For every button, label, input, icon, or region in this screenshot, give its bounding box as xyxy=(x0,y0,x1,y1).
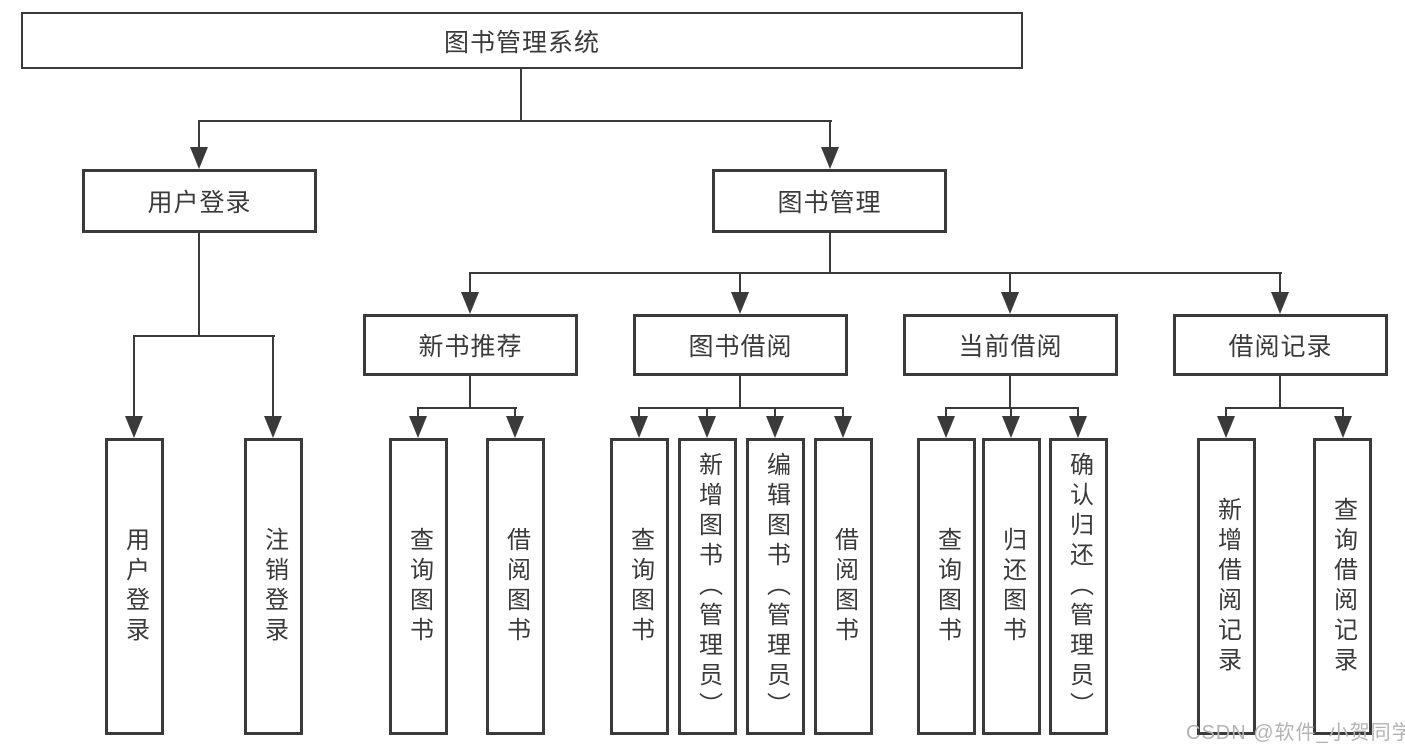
leaf-add-borrow-record: 新增借阅记录 xyxy=(1197,438,1256,735)
connector-vline xyxy=(706,407,708,418)
connector-vline xyxy=(514,407,516,418)
arrow-down-icon xyxy=(1002,416,1020,438)
connector-hline xyxy=(469,272,1282,274)
node-label: 借阅记录 xyxy=(1228,333,1333,361)
connector-hline xyxy=(198,120,832,122)
leaf-user-login: 用户登录 xyxy=(105,438,164,735)
arrow-down-icon xyxy=(506,416,524,438)
connector-vline xyxy=(945,407,947,418)
connector-vline xyxy=(1279,272,1281,294)
node-label: 当前借阅 xyxy=(958,333,1063,361)
leaf-edit-book-admin: 编辑图书（管理员） xyxy=(746,438,805,735)
arrow-down-icon xyxy=(461,292,479,314)
arrow-down-icon xyxy=(1334,416,1352,438)
connector-vline xyxy=(1225,407,1227,418)
arrow-down-icon xyxy=(264,416,282,438)
leaf-current-query-book: 查询图书 xyxy=(917,438,976,735)
node-label: 新书推荐 xyxy=(418,333,523,361)
node-label: 编辑图书（管理员） xyxy=(762,451,790,722)
arrow-down-icon xyxy=(1001,292,1019,314)
node-library-system: 图书管理系统 xyxy=(21,12,1023,69)
arrow-down-icon xyxy=(821,147,839,169)
connector-vline xyxy=(198,233,200,337)
connector-vline xyxy=(417,407,419,418)
connector-vline xyxy=(829,120,831,149)
arrow-down-icon xyxy=(698,416,716,438)
node-label: 图书管理系统 xyxy=(443,28,600,57)
arrow-down-icon xyxy=(1069,416,1087,438)
connector-hline xyxy=(133,335,275,337)
arrow-down-icon xyxy=(1271,292,1289,314)
node-label: 图书管理 xyxy=(777,189,882,217)
node-label: 借阅图书 xyxy=(502,526,530,647)
leaf-recommend-borrow-book: 借阅图书 xyxy=(486,438,545,735)
connector-vline xyxy=(520,69,522,122)
connector-vline xyxy=(1010,407,1012,418)
connector-hline xyxy=(945,407,1079,409)
leaf-confirm-return-admin: 确认归还（管理员） xyxy=(1049,438,1108,735)
connector-vline xyxy=(1009,376,1011,409)
connector-vline xyxy=(272,335,274,418)
connector-vline xyxy=(739,272,741,294)
connector-hline xyxy=(417,407,517,409)
connector-vline xyxy=(1009,272,1011,294)
node-label: 借阅图书 xyxy=(830,526,858,647)
leaf-add-book-admin: 新增图书（管理员） xyxy=(678,438,737,735)
arrow-down-icon xyxy=(1217,416,1235,438)
leaf-return-book: 归还图书 xyxy=(982,438,1041,735)
arrow-down-icon xyxy=(190,147,208,169)
arrow-down-icon xyxy=(731,292,749,314)
connector-vline xyxy=(469,272,471,294)
node-label: 用户登录 xyxy=(147,189,252,217)
connector-vline xyxy=(774,407,776,418)
node-current-borrow: 当前借阅 xyxy=(903,314,1118,376)
connector-vline xyxy=(842,407,844,418)
node-label: 图书借阅 xyxy=(688,333,793,361)
node-user-login: 用户登录 xyxy=(82,169,317,233)
node-label: 归还图书 xyxy=(998,526,1026,647)
node-label: 查询借阅记录 xyxy=(1329,496,1357,677)
arrow-down-icon xyxy=(766,416,784,438)
arrow-down-icon xyxy=(937,416,955,438)
node-label: 新增图书（管理员） xyxy=(694,451,722,722)
arrow-down-icon xyxy=(125,416,143,438)
leaf-logout: 注销登录 xyxy=(244,438,303,735)
node-label: 查询图书 xyxy=(626,526,654,647)
connector-vline xyxy=(739,376,741,409)
leaf-borrow-query-book: 查询图书 xyxy=(610,438,669,735)
node-label: 确认归还（管理员） xyxy=(1065,451,1093,722)
node-label: 查询图书 xyxy=(933,526,961,647)
connector-vline xyxy=(638,407,640,418)
node-book-management: 图书管理 xyxy=(712,169,947,233)
connector-vline xyxy=(1077,407,1079,418)
connector-vline xyxy=(829,233,831,274)
node-label: 新增借阅记录 xyxy=(1213,496,1241,677)
node-book-borrow: 图书借阅 xyxy=(633,314,848,376)
connector-vline xyxy=(1342,407,1344,418)
node-new-book-recommend: 新书推荐 xyxy=(363,314,578,376)
connector-hline xyxy=(638,407,844,409)
leaf-query-borrow-record: 查询借阅记录 xyxy=(1313,438,1372,735)
connector-vline xyxy=(198,120,200,149)
arrow-down-icon xyxy=(630,416,648,438)
node-label: 查询图书 xyxy=(405,526,433,647)
connector-hline xyxy=(1225,407,1344,409)
leaf-recommend-query-book: 查询图书 xyxy=(389,438,448,735)
arrow-down-icon xyxy=(834,416,852,438)
csdn-watermark: CSDN @软件_小贺同学 xyxy=(1186,722,1405,744)
connector-vline xyxy=(469,376,471,409)
node-label: 注销登录 xyxy=(260,526,288,647)
arrow-down-icon xyxy=(409,416,427,438)
leaf-borrow-book: 借阅图书 xyxy=(814,438,873,735)
connector-vline xyxy=(133,335,135,418)
connector-vline xyxy=(1279,376,1281,409)
node-label: 用户登录 xyxy=(121,526,149,647)
node-borrow-records: 借阅记录 xyxy=(1173,314,1388,376)
